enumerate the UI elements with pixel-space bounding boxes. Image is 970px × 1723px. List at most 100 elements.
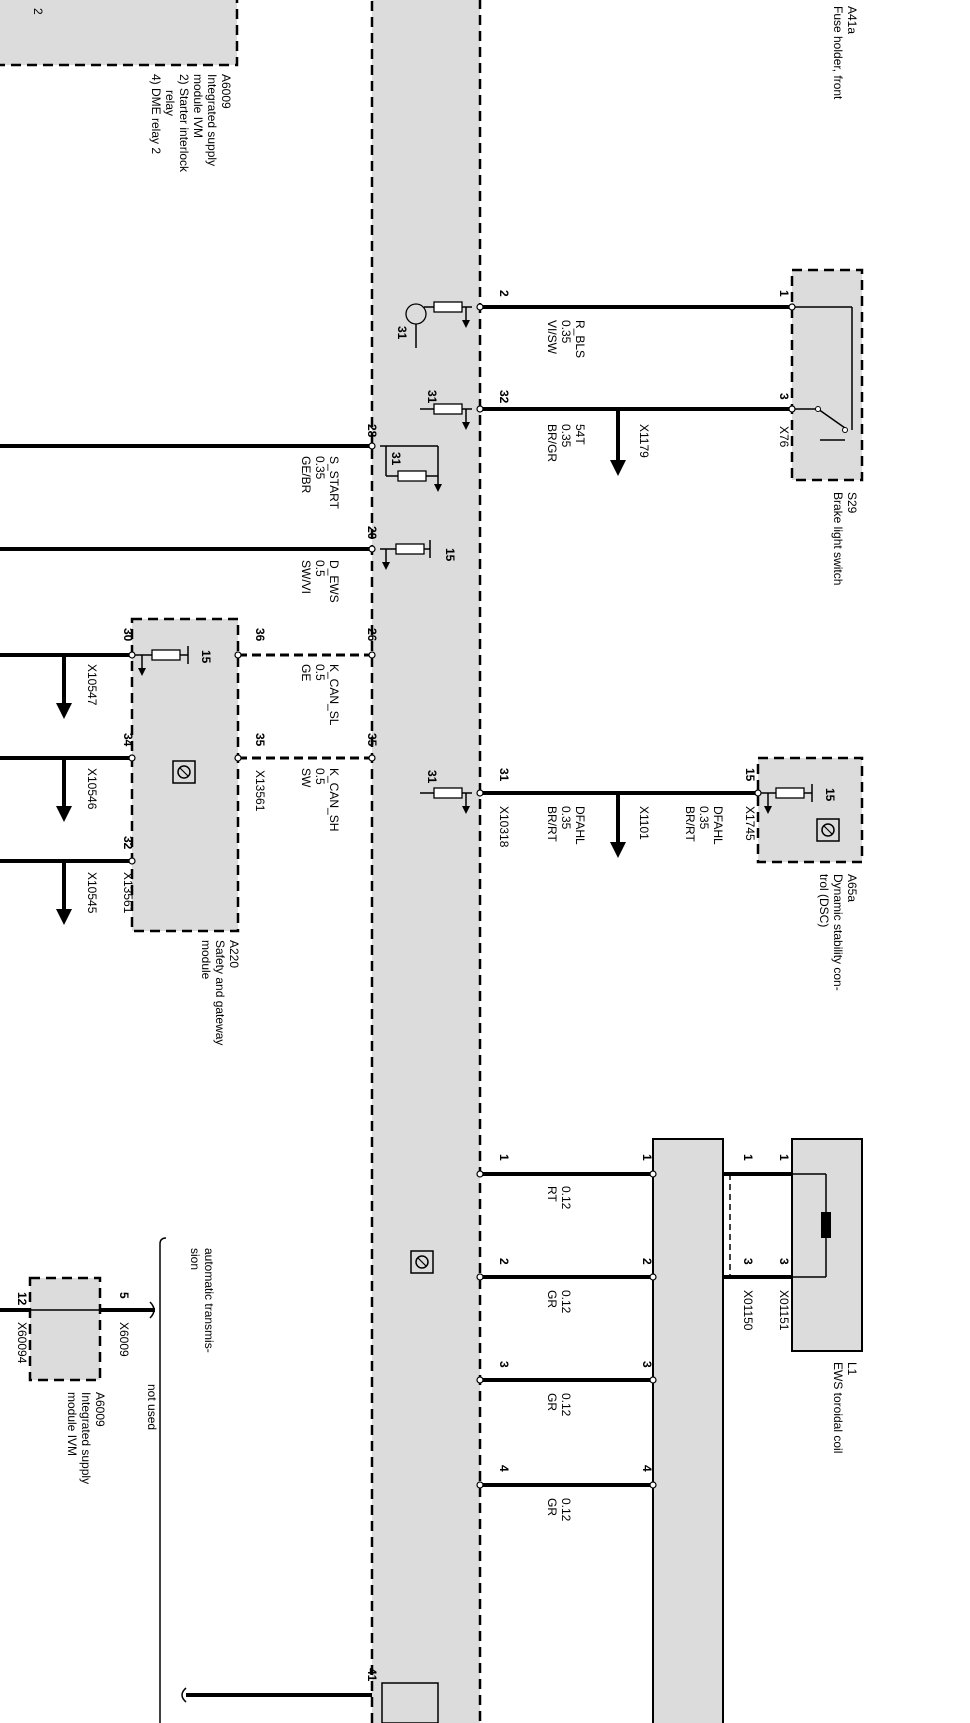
branch-x10546: X10546	[85, 768, 99, 810]
wire-d-ews-color: SW/VI	[299, 560, 313, 594]
wire-dfahl: 31 X10318 DFAHL 0.35 BR/RT X1101 DFAHL 0…	[420, 768, 758, 858]
wire-r-bls: 2 R_BLS 0.35 VI/SW 31	[395, 290, 792, 358]
wire-k-can-sl-size: 0.5	[313, 664, 327, 681]
a65a-pin-15: 15	[743, 768, 757, 782]
wire-dfahl-color-a: BR/RT	[545, 806, 559, 842]
a220-id: A220	[227, 940, 241, 968]
s29-pin-3: 3	[777, 393, 791, 400]
wire-k-can-sh-size: 0.5	[313, 768, 327, 785]
a220-output-34: 34 X10546	[0, 733, 135, 822]
central-pin-20: 20	[365, 526, 379, 540]
wire-s-start-signal: S_START	[327, 456, 341, 510]
module-symbol-icon	[410, 1250, 434, 1274]
coil-junction-block	[652, 1138, 724, 1723]
a6009-bottom-connector-bottom: X60094	[15, 1322, 29, 1364]
wire-dfahl-signal-b: DFAHL	[711, 806, 725, 845]
coil-wire-3-size: 0.12	[559, 1393, 573, 1417]
a6009-top-line-1: Integrated supply	[205, 74, 219, 166]
s29-name: Brake light switch	[831, 492, 845, 585]
a6009-top-line-5: 4) DME relay 2	[149, 74, 163, 154]
a6009-bottom-id: A6009	[93, 1392, 107, 1427]
a6009-top-id: A6009	[219, 74, 233, 109]
branch-x1101: X1101	[637, 806, 651, 840]
coil-wire-4-size: 0.12	[559, 1498, 573, 1522]
wire-k-can-sh: 35 K_CAN_SH 0.5 SW	[238, 733, 379, 831]
branch-x10545: X10545	[85, 872, 99, 914]
s29-pin-1: 1	[777, 290, 791, 297]
connector-dots	[128, 303, 796, 1489]
coil-wire-3-pin-left: 3	[497, 1361, 511, 1368]
coil-wire-1: 1 1 0.12 RT	[480, 1154, 654, 1210]
central-ref-31-d: 31	[425, 770, 439, 784]
wire-d-ews-signal: D_EWS	[327, 560, 341, 603]
coil-wire-4-color: GR	[545, 1498, 559, 1516]
wire-dfahl-size-b: 0.35	[697, 806, 711, 830]
a220-line-1: Safety and gateway	[213, 940, 227, 1045]
wire-s-start-color: GE/BR	[299, 456, 313, 494]
coil-wire-4-pin-right: 4	[640, 1465, 654, 1472]
s29-id: S29	[845, 492, 859, 514]
l1-id: L1	[845, 1362, 859, 1376]
a6009-top-line-2: module IVM	[191, 74, 205, 138]
coil-wire-1-pin-left: 1	[497, 1154, 511, 1161]
a65a-line-2: trol (DSC)	[817, 874, 831, 927]
wire-r-bls-color: VI/SW	[545, 320, 559, 355]
wire-54t-color: BR/GR	[545, 424, 559, 462]
coil-wire-3-color: GR	[545, 1393, 559, 1411]
coil-wire-2-pin-left: 2	[497, 1258, 511, 1265]
a6009-bottom-pin-12: 12	[15, 1292, 29, 1306]
branch-x10547: X10547	[85, 664, 99, 706]
automatic-transmission-note: automatic transmis- sion	[159, 1237, 216, 1723]
module-symbol-icon	[172, 760, 196, 784]
coil-wire-2-size: 0.12	[559, 1290, 573, 1314]
a6009-bottom-line-1: Integrated supply	[79, 1392, 93, 1484]
a220-output-30: 30 X10547	[0, 628, 135, 719]
coil-wire-1-pin-right: 1	[640, 1154, 654, 1161]
a6009-top-marker: 2	[31, 8, 45, 15]
a6009-bottom-connector-top: X6009	[117, 1322, 131, 1357]
s29-brake-light-switch: 1 3 X76	[777, 268, 864, 482]
automatic-note-line-2: sion	[188, 1248, 202, 1270]
l1-pin-1: 1	[777, 1154, 791, 1161]
a6009-top-box: 2	[0, 0, 239, 67]
central-pin-26: 26	[365, 628, 379, 642]
branch-x1179: X1179	[637, 424, 651, 458]
coil-wire-4: 4 4 0.12 GR	[480, 1465, 654, 1522]
central-ref-31-c: 31	[389, 452, 403, 466]
central-ref-31-a: 31	[395, 326, 409, 340]
wire-s-start-size: 0.35	[313, 456, 327, 480]
coil-wire-3: 3 3 0.12 GR	[480, 1361, 654, 1417]
x01150-label: X01150	[741, 1290, 755, 1331]
coil-wire-3-pin-right: 3	[640, 1361, 654, 1368]
wire-r-bls-signal: R_BLS	[573, 320, 587, 358]
a41a-id: A41a	[845, 6, 859, 34]
a6009-bottom-pin-5: 5	[117, 1292, 131, 1299]
a220-pin-36: 36	[253, 628, 267, 642]
a65a-line-1: Dynamic stability con-	[831, 874, 845, 991]
a220-gateway-module: 15 36 35 X13561	[130, 617, 267, 933]
central-pin-28: 28	[365, 424, 379, 438]
wire-k-can-sh-color: SW	[299, 768, 313, 788]
x01150-pin-1: 1	[741, 1154, 755, 1161]
a6009-bottom-line-2: module IVM	[65, 1392, 79, 1456]
l1-pin-3: 3	[777, 1258, 791, 1265]
wire-k-can-sl-signal: K_CAN_SL	[327, 664, 341, 726]
wire-54t-signal: 54T	[573, 424, 587, 445]
central-pin-32: 32	[497, 390, 511, 404]
central-connector-x10318: X10318	[497, 806, 511, 848]
automatic-note-line-1: automatic transmis-	[202, 1248, 216, 1353]
wire-k-can-sh-signal: K_CAN_SH	[327, 768, 341, 831]
a220-output-pin-34: 34	[121, 733, 135, 747]
a65a-connector: X1745	[743, 806, 757, 841]
central-ref-31-b: 31	[425, 390, 439, 404]
wire-54t-size: 0.35	[559, 424, 573, 448]
a6009-top-line-4: relay	[163, 90, 177, 116]
wire-pin-41: 41	[181, 1668, 439, 1723]
wire-s-start: 28 S_START 0.35 GE/BR 31	[0, 424, 442, 510]
x01150-connector: 1 3 X01150	[722, 1154, 792, 1331]
a220-line-2: module	[199, 940, 213, 980]
coil-wire-2-pin-right: 2	[640, 1258, 654, 1265]
a220-output-pin-32: 32	[121, 836, 135, 850]
wire-d-ews: 20 D_EWS 0.5 SW/VI 15	[0, 526, 457, 603]
